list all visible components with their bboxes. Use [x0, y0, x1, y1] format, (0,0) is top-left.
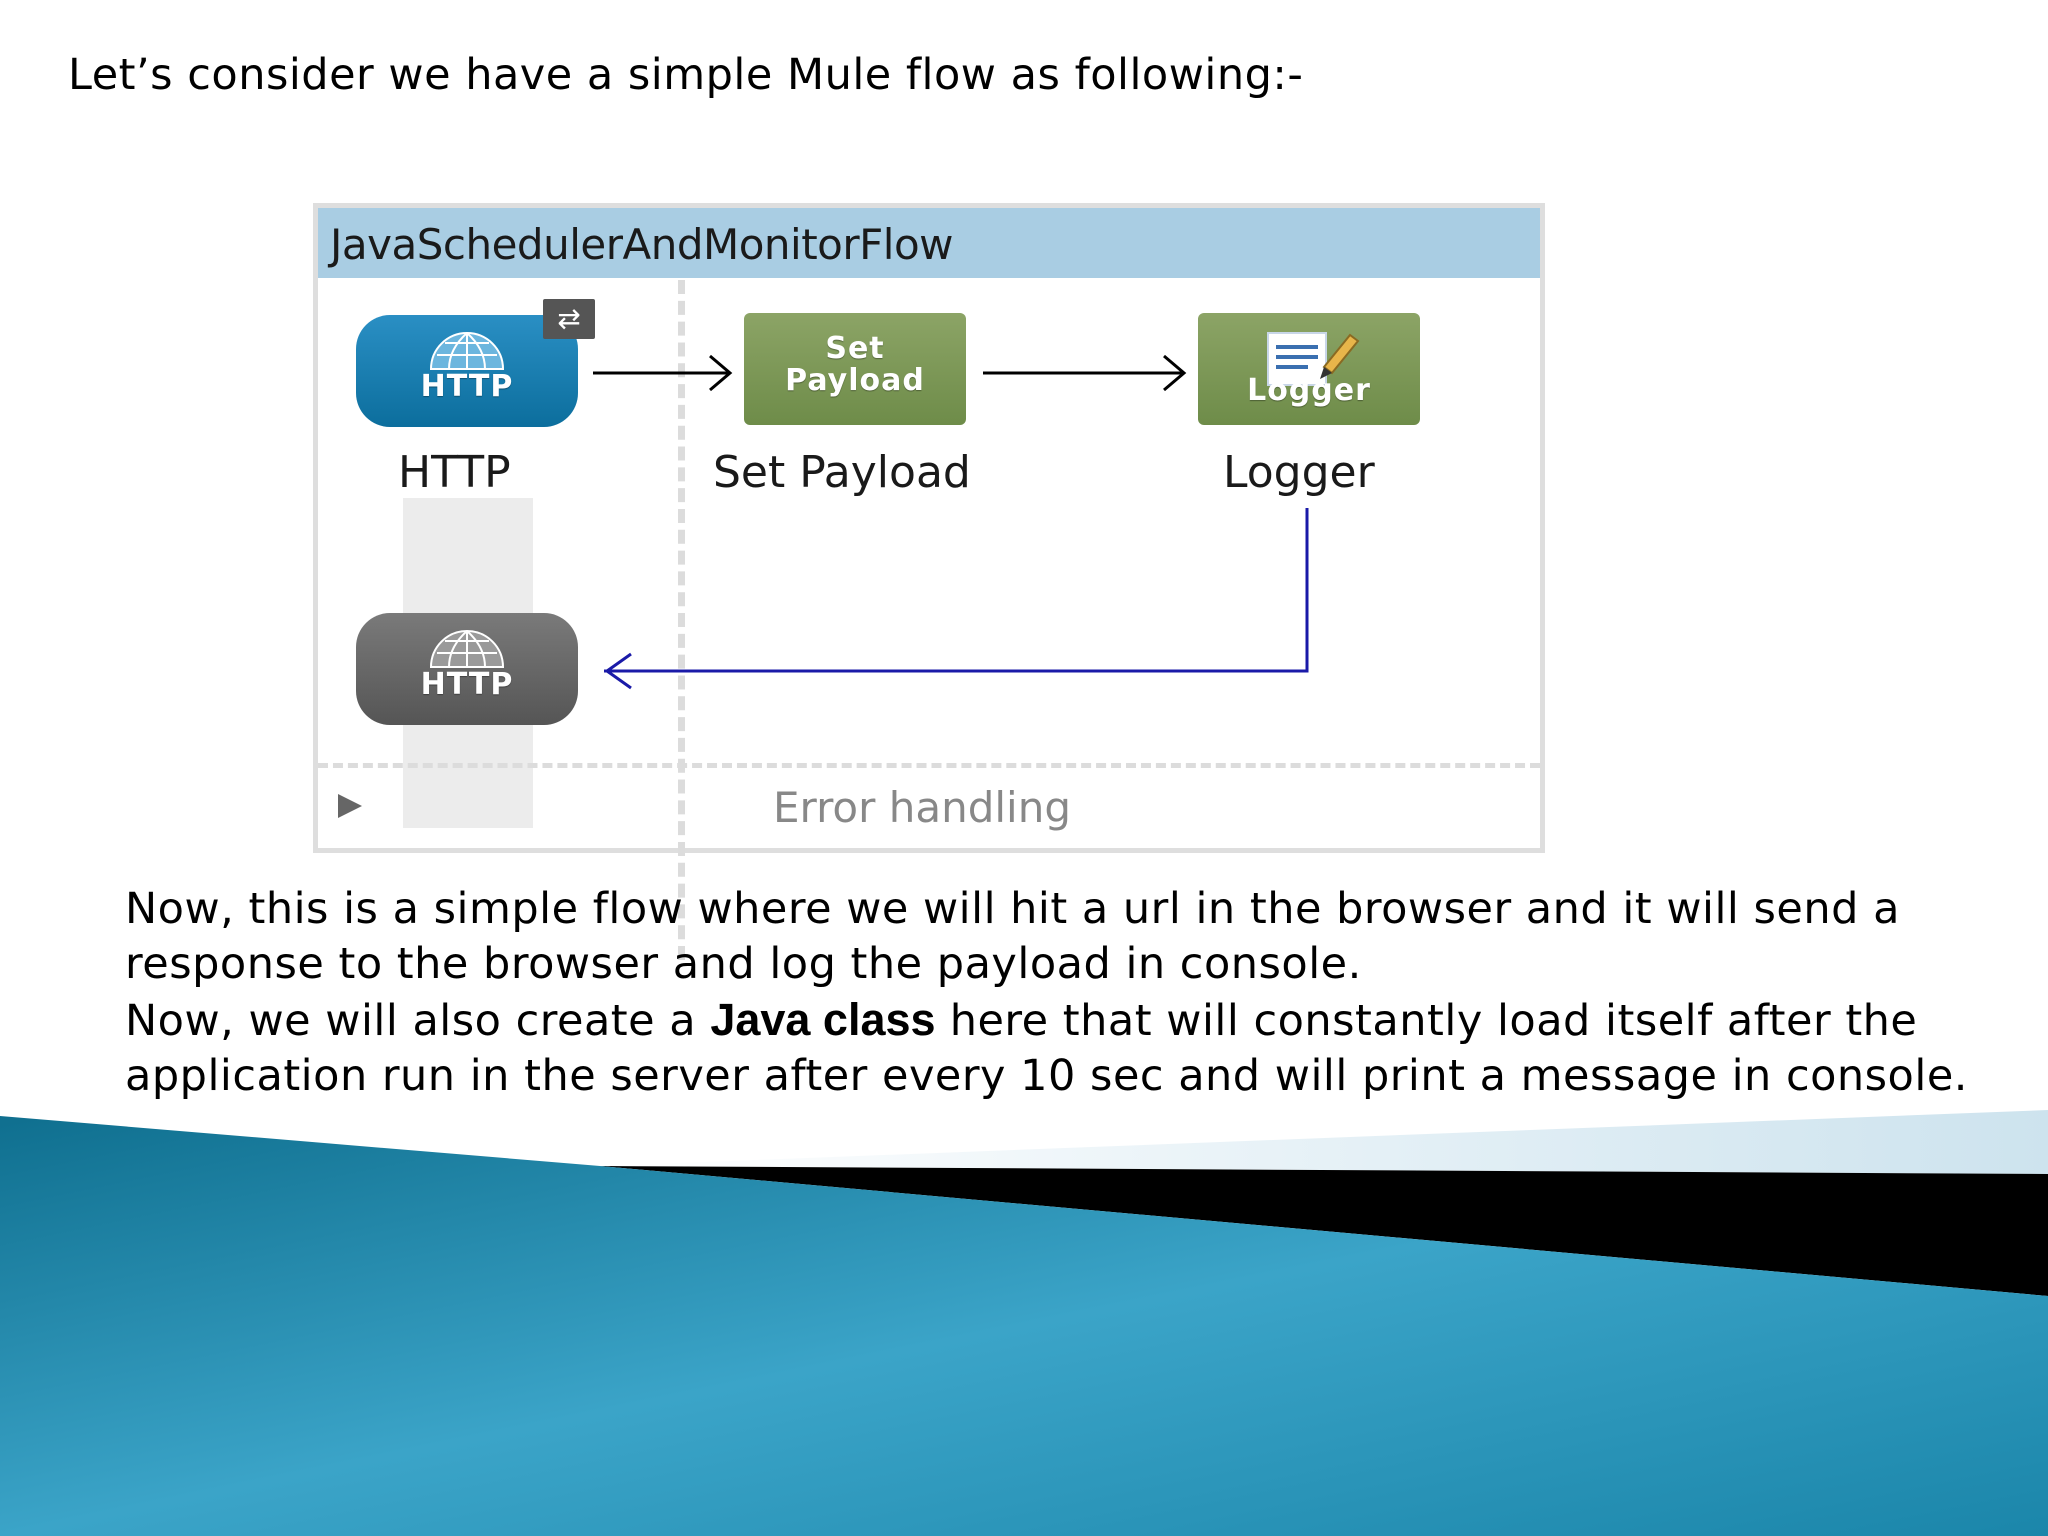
http-source-tag: HTTP: [420, 369, 514, 404]
globe-icon: [429, 630, 505, 668]
error-handling-divider: [318, 763, 1540, 768]
paragraph-2-suffix: here that will constantly load itself af…: [935, 996, 1918, 1046]
java-class-emphasis: Java class: [710, 994, 936, 1045]
body-text: Now, this is a simple flow where we will…: [125, 882, 2025, 1104]
intro-text: Let’s consider we have a simple Mule flo…: [68, 50, 1304, 100]
expand-arrow-icon[interactable]: [338, 794, 362, 818]
paragraph-1-line-1: Now, this is a simple flow where we will…: [125, 884, 1900, 934]
flow-connectors: [593, 354, 1309, 690]
logger-label: Logger: [1223, 447, 1375, 498]
set-payload-tag-line1: Set: [825, 331, 885, 366]
http-response-block[interactable]: HTTP: [356, 613, 578, 725]
paragraph-2-prefix: Now, we will also create a: [125, 996, 711, 1046]
flow-title: JavaSchedulerAndMonitorFlow: [330, 220, 954, 269]
paragraph-2-line-1: Now, we will also create a Java class he…: [125, 992, 2025, 1049]
http-response-tag: HTTP: [420, 667, 514, 702]
error-handling-label[interactable]: Error handling: [773, 783, 1071, 832]
flow-header: JavaSchedulerAndMonitorFlow: [318, 208, 1540, 278]
set-payload-label: Set Payload: [713, 447, 971, 498]
mule-flow-canvas: JavaSchedulerAndMonitorFlow HTTP ⇄ Set P…: [313, 203, 1545, 960]
paragraph-2-line-2: application run in the server after ever…: [125, 1051, 1968, 1101]
slide-bottom-decoration: [0, 1110, 2048, 1536]
logger-tag: Logger: [1247, 373, 1371, 408]
arrow-setpayload-to-logger: [983, 354, 1187, 392]
response-path-arrow: [604, 508, 1309, 690]
set-payload-tag-line2: Payload: [785, 363, 925, 398]
http-label: HTTP: [398, 447, 511, 498]
arrow-http-to-setpayload: [593, 354, 733, 392]
paragraph-1-line-2: response to the browser and log the payl…: [125, 939, 1362, 989]
set-payload-block[interactable]: Set Payload: [744, 313, 966, 425]
document-pencil-icon: [1267, 332, 1360, 386]
exchange-arrows-icon[interactable]: ⇄: [543, 299, 595, 339]
source-divider: [678, 280, 685, 960]
globe-icon: [429, 332, 505, 370]
logger-block[interactable]: Logger: [1198, 313, 1420, 425]
http-source-block[interactable]: HTTP: [356, 315, 578, 427]
